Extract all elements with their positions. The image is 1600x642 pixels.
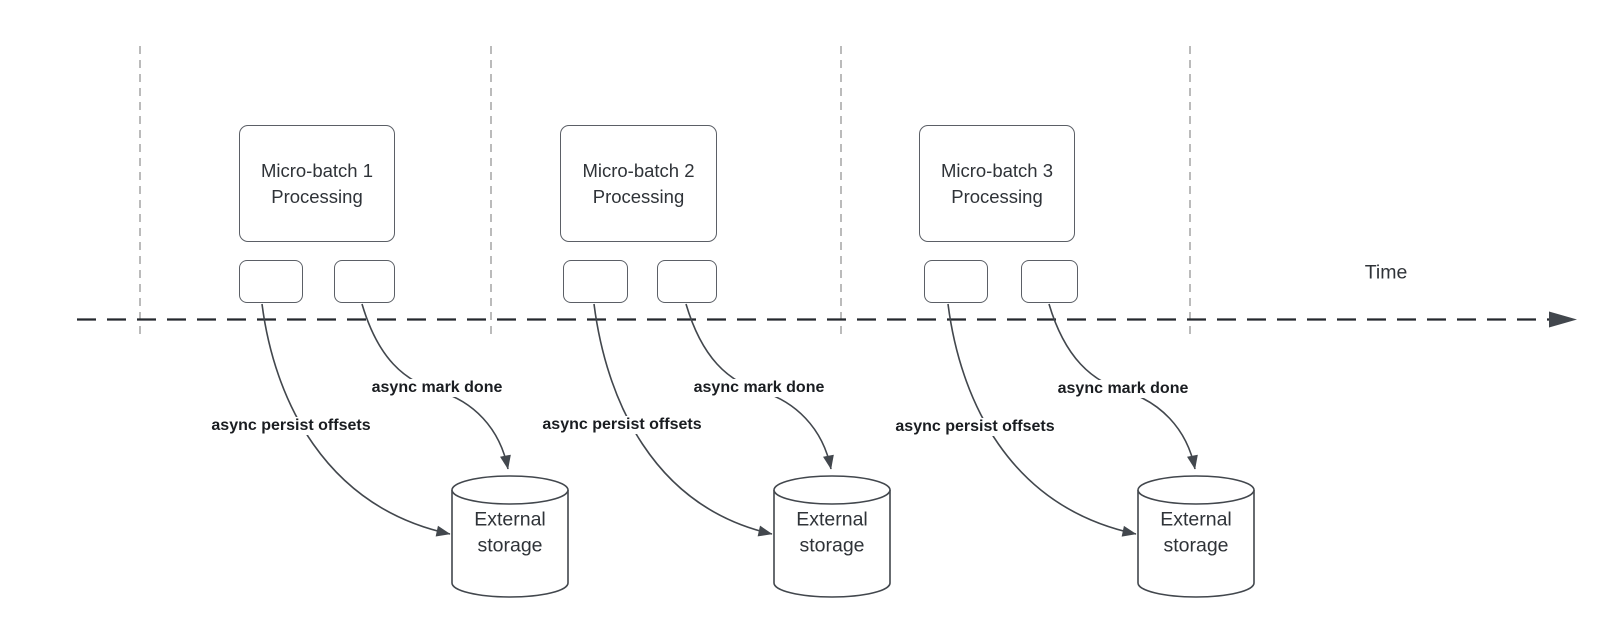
micro-batch-2-box: Micro-batch 2 Processing xyxy=(560,125,717,242)
micro-batch-1-label: Micro-batch 1 Processing xyxy=(260,159,374,207)
persist-offsets-label-1: async persist offsets xyxy=(208,417,374,435)
micro-batch-3-box: Micro-batch 3 Processing xyxy=(919,125,1075,242)
batch-3-offset-task-box xyxy=(924,260,988,303)
timeline-arrowhead xyxy=(1549,311,1577,328)
external-storage-label-3: External storage xyxy=(1160,508,1232,556)
batch-3-done-task-box xyxy=(1021,260,1078,303)
external-storage-label-2: External storage xyxy=(796,508,868,556)
batch-2-done-task-box xyxy=(657,260,717,303)
external-storage-label-1: External storage xyxy=(474,508,546,556)
mark-done-label-3: async mark done xyxy=(1054,380,1192,398)
persist-offsets-arrow-1 xyxy=(261,303,451,537)
external-storage-cylinder-1 xyxy=(451,475,569,598)
mark-done-label-1: async mark done xyxy=(368,379,506,397)
external-storage-cylinder-3 xyxy=(1137,475,1255,598)
micro-batch-1-box: Micro-batch 1 Processing xyxy=(239,125,395,242)
external-storage-cylinder-2 xyxy=(773,475,891,598)
persist-offsets-arrow-3 xyxy=(947,303,1137,537)
batch-1-offset-task-box xyxy=(239,260,303,303)
mark-done-label-2: async mark done xyxy=(690,379,828,397)
micro-batch-3-label: Micro-batch 3 Processing xyxy=(940,159,1054,207)
persist-offsets-label-3: async persist offsets xyxy=(892,418,1058,436)
batch-2-offset-task-box xyxy=(563,260,628,303)
time-axis-label: Time xyxy=(1364,261,1408,284)
persist-offsets-label-2: async persist offsets xyxy=(539,416,705,434)
persist-offsets-arrow-2 xyxy=(593,303,773,537)
micro-batch-2-label: Micro-batch 2 Processing xyxy=(582,159,695,207)
batch-1-done-task-box xyxy=(334,260,395,303)
